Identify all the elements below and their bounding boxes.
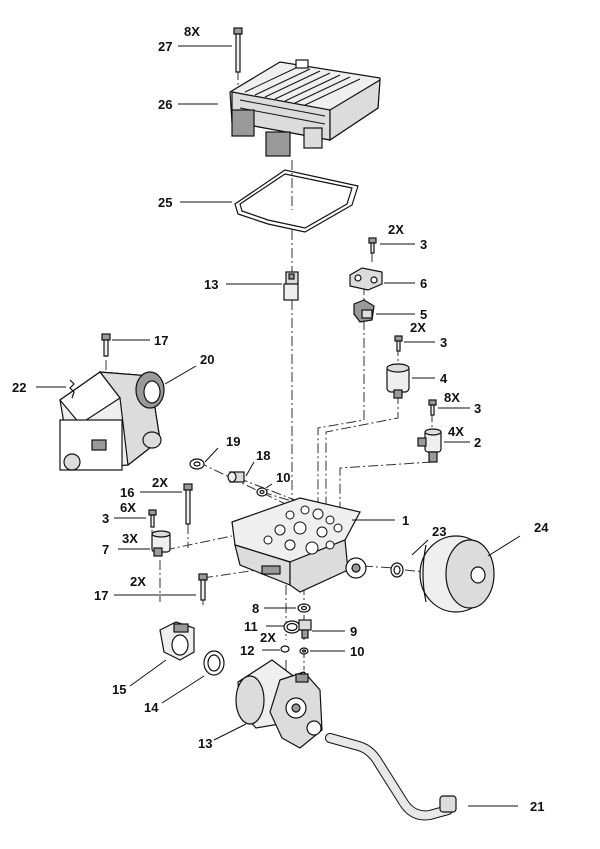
callout-22: 22: [12, 380, 26, 395]
callout-13-lower: 13: [198, 736, 212, 751]
callout-3c: 3: [474, 401, 481, 416]
callout-3b: 3: [440, 335, 447, 350]
quantity-label-17-lower: 2X: [130, 574, 146, 589]
bolt-17-lower: [198, 573, 208, 601]
bolt-17-upper: [101, 333, 111, 357]
callout-8: 8: [252, 601, 259, 616]
quantity-label-3a: 2X: [388, 222, 404, 237]
sensor-13-upper: [283, 271, 299, 301]
callout-1: 1: [402, 513, 409, 528]
callout-17-lower: 17: [94, 588, 108, 603]
quantity-label-27: 8X: [184, 24, 200, 39]
callout-24: 24: [534, 520, 549, 535]
quantity-label-3b: 2X: [410, 320, 426, 335]
bolt-3c: [428, 399, 437, 416]
o-ring-19: [189, 458, 205, 470]
sensor-5: [353, 299, 375, 323]
control-unit-26: [229, 59, 381, 157]
callout-6: 6: [420, 276, 427, 291]
seal-10-lower: [299, 647, 309, 655]
callout-25: 25: [158, 195, 172, 210]
plug-9: [298, 619, 312, 639]
solenoid-2: [417, 428, 442, 463]
o-ring-23: [390, 562, 404, 578]
pump-motor-13: [235, 659, 323, 749]
solenoid-4: [386, 363, 410, 399]
bracket-15: [159, 621, 195, 661]
callout-15: 15: [112, 682, 126, 697]
o-ring-11: [283, 620, 301, 634]
valve-body-1: [231, 497, 367, 593]
callout-26: 26: [158, 97, 172, 112]
callout-19: 19: [226, 434, 240, 449]
callout-3a: 3: [420, 237, 427, 252]
callout-labels: 8X 27 26 25 2X 3 6 13 5 2X 3 17 20 22 4 …: [12, 24, 549, 814]
bolt-27: [233, 27, 243, 73]
washer-8: [297, 603, 311, 613]
leader-lines: [36, 45, 521, 807]
quantity-label-3d: 6X: [120, 500, 136, 515]
callout-11: 11: [244, 619, 258, 634]
o-ring-14: [203, 650, 225, 676]
callout-27: 27: [158, 39, 172, 54]
bracket-6: [349, 267, 383, 291]
quantity-label-12: 2X: [260, 630, 276, 645]
callout-5: 5: [420, 307, 427, 322]
callout-4: 4: [440, 371, 448, 386]
valve-7: [151, 530, 171, 557]
callout-13-upper: 13: [204, 277, 218, 292]
quantity-label-7: 3X: [122, 531, 138, 546]
accumulator-24: [419, 535, 495, 613]
callout-12: 12: [240, 643, 254, 658]
callout-9: 9: [350, 624, 357, 639]
callout-10-lower: 10: [350, 644, 364, 659]
callout-2: 2: [474, 435, 481, 450]
callout-3d: 3: [102, 511, 109, 526]
bolt-3a: [368, 237, 377, 254]
washer-12: [280, 645, 290, 653]
gasket-25: [234, 169, 359, 233]
housing-20: [59, 371, 165, 471]
bolt-3d: [148, 509, 157, 528]
seal-10-upper: [256, 487, 268, 497]
fitting-18: [227, 471, 245, 483]
callout-14: 14: [144, 700, 159, 715]
callout-23: 23: [432, 524, 446, 539]
quantity-label-2: 4X: [448, 424, 464, 439]
callout-20: 20: [200, 352, 214, 367]
callout-18: 18: [256, 448, 270, 463]
hose-21: [325, 733, 457, 821]
callout-17-upper: 17: [154, 333, 168, 348]
callout-7: 7: [102, 542, 109, 557]
bolt-16: [183, 483, 193, 525]
bolt-3b: [394, 335, 403, 352]
clip-22: [69, 379, 75, 399]
quantity-label-3c: 8X: [444, 390, 460, 405]
callout-16: 16: [120, 485, 134, 500]
quantity-label-16: 2X: [152, 475, 168, 490]
callout-21: 21: [530, 799, 544, 814]
callout-10-upper: 10: [276, 470, 290, 485]
